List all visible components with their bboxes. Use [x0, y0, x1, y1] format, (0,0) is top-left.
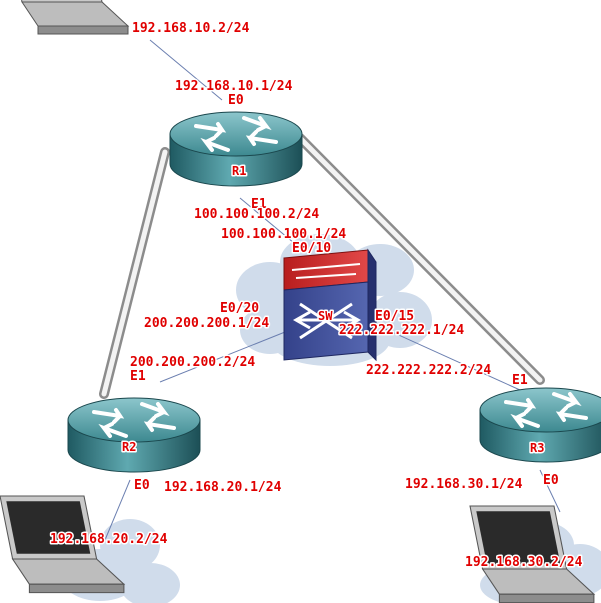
r2-e1-ip-label: 200.200.200.2/24 — [130, 355, 255, 370]
sw-e015-ip-label: 222.222.222.1/24 — [339, 323, 464, 338]
link-pc1-r1 — [149, 39, 223, 101]
sw-e010-label: E0/10 — [292, 241, 331, 256]
r2-e1-label: E1 — [130, 369, 146, 384]
sw-e020-ip-label: 200.200.200.1/24 — [144, 316, 269, 331]
sw-e020-label: E0/20 — [220, 301, 259, 316]
r3-e0-ip-label: 192.168.30.1/24 — [405, 477, 523, 492]
pc3-ip-label: 192.168.30.2/24 — [465, 555, 583, 570]
sw-e015-label: E0/15 — [375, 309, 414, 324]
switch-sw-name: SW — [318, 309, 333, 323]
router-r1-name: R1 — [232, 164, 246, 178]
link-r1-switch — [239, 197, 301, 249]
pc2-ip-label: 192.168.20.2/24 — [50, 532, 168, 547]
router-r2-icon — [66, 396, 202, 474]
laptop-pc1-icon — [9, 0, 129, 35]
r3-e1-ip-label: 222.222.222.2/24 — [366, 363, 491, 378]
cable-r1-r3-highlight — [297, 135, 543, 383]
r3-e1-label: E1 — [512, 373, 528, 388]
router-r3-name: R3 — [530, 441, 544, 455]
link-r2-switch — [159, 329, 291, 383]
cable-r1-r2-highlight — [101, 149, 168, 397]
switch-sw-icon — [283, 248, 377, 362]
r3-e0-label: E0 — [543, 473, 559, 488]
r1-e1-ip-label: 100.100.100.2/24 — [194, 207, 319, 222]
sw-e010-ip-label: 100.100.100.1/24 — [221, 227, 346, 242]
link-r2-pc2 — [104, 479, 131, 541]
pc1-ip-label: 192.168.10.2/24 — [132, 21, 250, 36]
r1-e0-label: E0 — [228, 93, 244, 108]
r2-e0-ip-label: 192.168.20.1/24 — [164, 480, 282, 495]
link-switch-r3 — [369, 321, 521, 391]
r1-e0-ip-label: 192.168.10.1/24 — [175, 79, 293, 94]
r1-e1-label: E1 — [251, 197, 267, 212]
link-r3-pc3 — [539, 469, 561, 513]
r2-e0-label: E0 — [134, 478, 150, 493]
router-r2-name: R2 — [122, 440, 136, 454]
